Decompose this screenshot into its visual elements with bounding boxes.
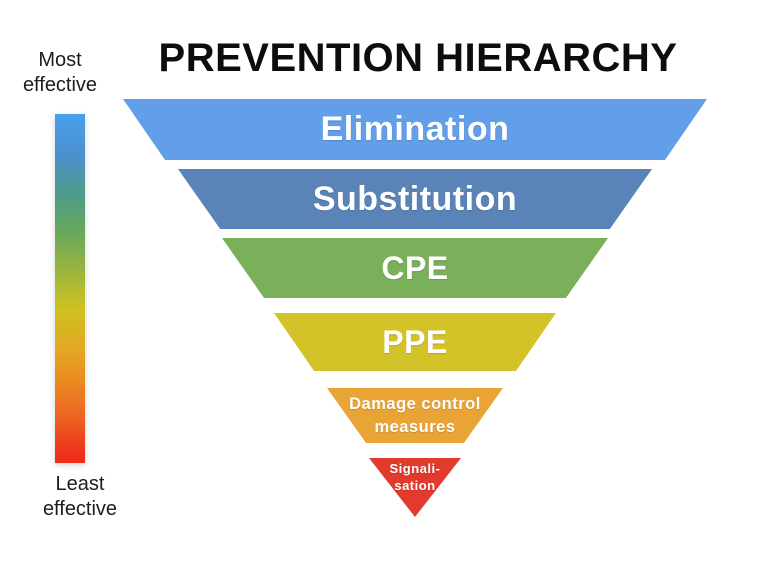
effectiveness-gradient-bar [55, 114, 85, 463]
pyramid-level-label: CPE [381, 249, 449, 286]
pyramid-level-damage-control: Damage control measures [327, 388, 503, 443]
damage-control-line1: Damage control [349, 395, 481, 414]
damage-control-line2: measures [374, 417, 456, 436]
least-effective-label: Least effective [20, 472, 140, 522]
signalisation-line2: sation [394, 477, 436, 493]
pyramid-level-label: Elimination [320, 110, 510, 148]
pyramid-level-label: PPE [382, 323, 448, 360]
least-effective-line2: effective [42, 498, 118, 520]
pyramid-level-label: Signali- sation [390, 461, 441, 495]
least-effective-line1: Least [55, 473, 105, 495]
signalisation-line1: Signali- [389, 461, 441, 476]
pyramid-level-substitution: Substitution [178, 169, 652, 229]
pyramid-level-cpe: CPE [222, 238, 608, 298]
most-effective-line1: Most [38, 49, 82, 71]
pyramid-level-signalisation: Signali- sation [369, 458, 461, 517]
pyramid-level-label: Damage control measures [349, 393, 481, 438]
pyramid-level-ppe: PPE [274, 313, 556, 371]
most-effective-label: Most effective [8, 48, 112, 98]
most-effective-line2: effective [22, 74, 98, 96]
pyramid-level-elimination: Elimination [123, 99, 707, 160]
page-title: PREVENTION HIERARCHY [158, 36, 678, 80]
pyramid-level-label: Substitution [312, 179, 518, 218]
